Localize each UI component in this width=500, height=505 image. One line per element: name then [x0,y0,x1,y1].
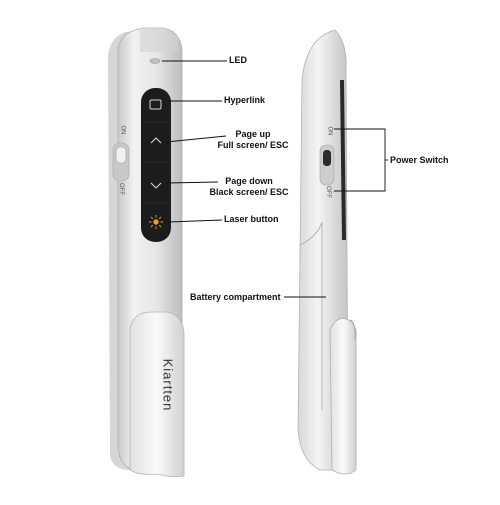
callout-led: LED [229,55,247,65]
chevron-up-icon [150,137,162,144]
callout-page-up-line2: Full screen/ ESC [217,140,289,150]
hyperlink-button[interactable] [149,99,162,110]
led-indicator [149,58,161,64]
page-down-button[interactable] [150,182,162,189]
callout-page-up: Page up Full screen/ ESC [208,129,298,151]
power-switch-slider[interactable] [115,146,127,164]
callout-lines [162,60,388,298]
pocket-clip [129,311,185,478]
chevron-down-icon [150,182,162,189]
laser-button[interactable] [149,215,163,229]
page-up-button[interactable] [150,137,162,144]
presenter-rear-edge [340,80,346,240]
button-panel [141,88,171,242]
callout-power-switch: Power Switch [390,155,449,165]
switch-on-label-front: ON [119,125,126,135]
presenter-front-view [108,27,185,478]
side-pocket-clip [329,318,357,475]
switch-off-label-front: OFF [118,183,124,195]
callout-page-down: Page down Black screen/ ESC [204,176,294,198]
hyperlink-icon [149,99,162,110]
brand-name: Kiartten [160,358,176,412]
presenter-side-view [297,29,357,475]
laser-icon [149,215,163,229]
switch-off-label-side: OFF [325,186,331,198]
brand-logo: Kiartten [148,330,188,440]
switch-on-label-side: ON [326,126,333,136]
side-switch-slider[interactable] [323,150,331,166]
callout-battery-compartment: Battery compartment [190,292,281,302]
callout-hyperlink: Hyperlink [224,95,266,105]
callout-page-down-line2: Black screen/ ESC [209,187,289,197]
callout-page-up-line1: Page up [235,129,271,139]
callout-page-down-line1: Page down [225,176,273,186]
callout-laser-button: Laser button [224,214,279,224]
battery-cover-seam [299,221,323,410]
presenter-top-cap [140,28,178,52]
